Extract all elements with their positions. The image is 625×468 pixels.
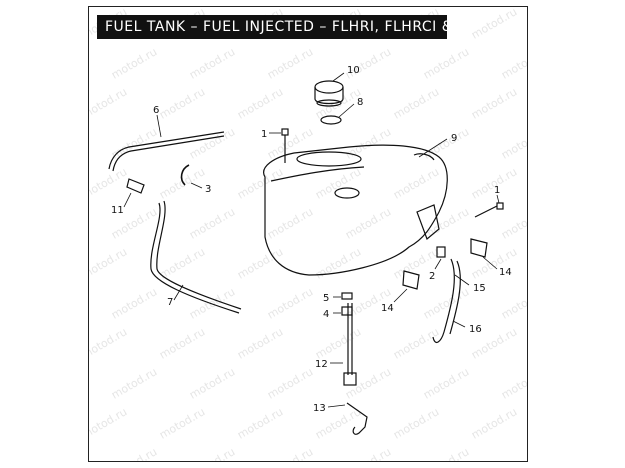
callout-12: 12 xyxy=(315,359,328,370)
callout-4: 4 xyxy=(323,309,329,320)
callout-5: 5 xyxy=(323,293,329,304)
diagram-title: FUEL TANK – FUEL INJECTED – FLHRI, FLHRC… xyxy=(97,15,447,39)
callout-10: 10 xyxy=(347,65,360,76)
fuel-line-6 xyxy=(108,131,225,170)
callout-2: 2 xyxy=(429,271,435,282)
callout-1-right: 1 xyxy=(494,185,500,196)
fuel-tank xyxy=(263,144,448,276)
callout-8: 8 xyxy=(357,97,363,108)
callout-11: 11 xyxy=(111,205,124,216)
callout-1-top: 1 xyxy=(261,129,267,140)
callout-7: 7 xyxy=(167,297,173,308)
drain-hose xyxy=(432,258,455,344)
callout-3: 3 xyxy=(205,184,211,195)
vent-hose-7 xyxy=(150,202,240,314)
callout-16: 16 xyxy=(469,324,482,335)
callout-15: 15 xyxy=(473,283,486,294)
callout-9: 9 xyxy=(451,133,457,144)
callout-14-lower: 14 xyxy=(381,303,394,314)
callout-14-right: 14 xyxy=(499,267,512,278)
callout-6: 6 xyxy=(153,105,159,116)
exploded-parts-diagram: 10 8 6 1 9 3 11 1 2 14 15 7 5 4 14 16 12… xyxy=(108,65,512,435)
callout-13: 13 xyxy=(313,403,326,414)
